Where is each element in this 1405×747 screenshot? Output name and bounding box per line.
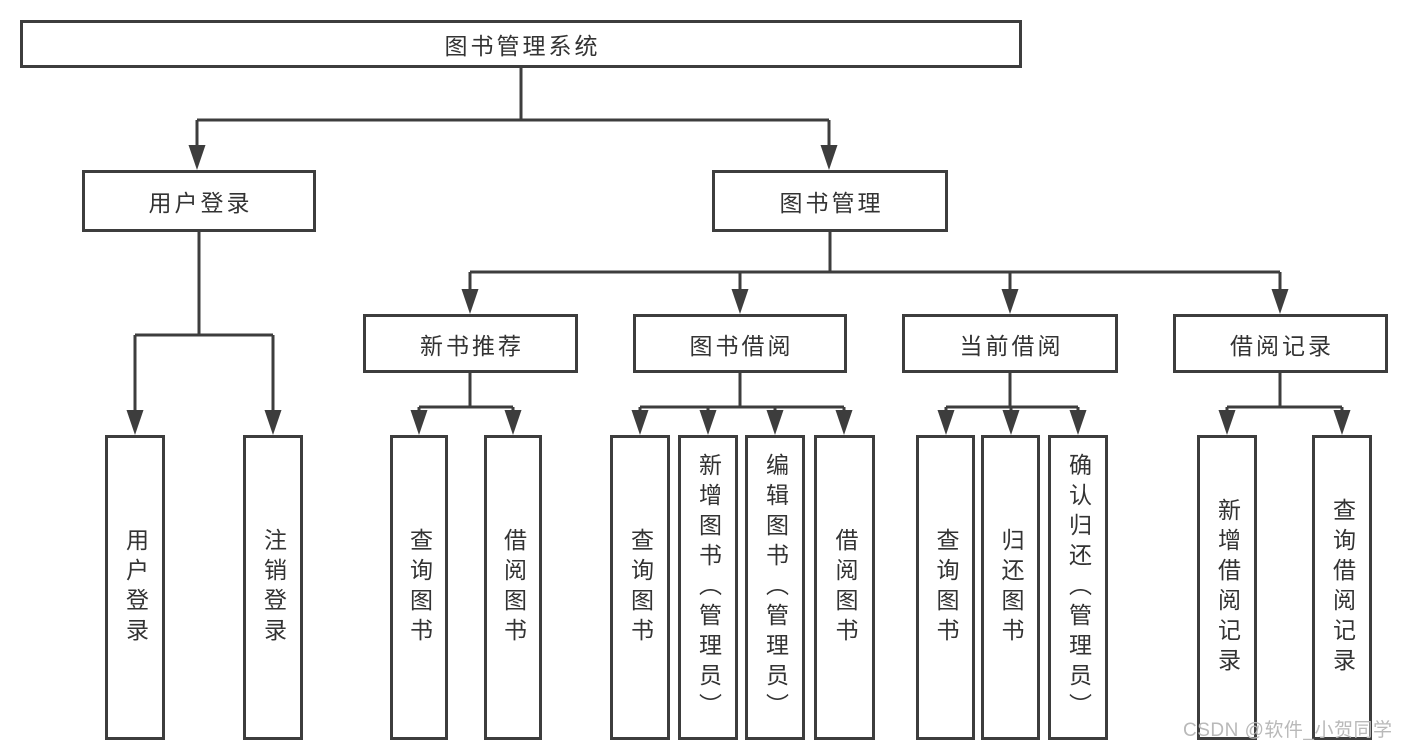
arrow-down-icon <box>461 289 479 314</box>
leaf-edit-books-admin: 编辑图书（管理员） <box>745 435 805 740</box>
node-label: 查询借阅记录 <box>1329 497 1356 678</box>
node-label: 确认归还（管理员） <box>1065 452 1092 723</box>
node-label: 注销登录 <box>260 527 287 648</box>
connector-newbook-to-leaves <box>410 373 522 435</box>
connector-management-to-sections <box>461 232 1289 314</box>
arrow-down-icon <box>937 410 955 435</box>
node-label: 查询图书 <box>933 527 959 648</box>
arrow-down-icon <box>504 410 522 435</box>
leaf-query-books-2: 查询图书 <box>610 435 670 740</box>
node-label: 查询图书 <box>627 527 654 648</box>
node-book-borrowing: 图书借阅 <box>633 314 847 373</box>
connector-current-to-leaves <box>937 373 1087 435</box>
node-label: 用户登录 <box>148 190 253 216</box>
arrow-down-icon <box>631 410 649 435</box>
arrow-down-icon <box>410 410 428 435</box>
arrow-down-icon <box>766 410 784 435</box>
leaf-query-books-3: 查询图书 <box>916 435 975 740</box>
arrow-down-icon <box>264 410 282 435</box>
arrow-down-icon <box>1069 410 1087 435</box>
leaf-add-books-admin: 新增图书（管理员） <box>678 435 738 740</box>
arrow-down-icon <box>731 289 749 314</box>
arrow-down-icon <box>126 410 144 435</box>
node-label: 借阅图书 <box>832 527 858 648</box>
node-label: 用户登录 <box>122 527 149 648</box>
node-label: 新增借阅记录 <box>1214 497 1241 678</box>
leaf-borrow-books-2: 借阅图书 <box>814 435 875 740</box>
node-label: 借阅图书 <box>500 527 527 648</box>
leaf-query-borrow-record: 查询借阅记录 <box>1312 435 1372 740</box>
node-label: 图书管理系统 <box>444 33 601 59</box>
arrow-down-icon <box>1001 289 1019 314</box>
node-label: 图书管理 <box>779 190 884 216</box>
node-label: 新增图书（管理员） <box>695 452 722 723</box>
node-label: 图书借阅 <box>689 332 794 359</box>
arrow-down-icon <box>820 145 838 170</box>
connector-root-to-level2 <box>188 68 838 170</box>
arrow-down-icon <box>1271 289 1289 314</box>
node-label: 当前借阅 <box>959 332 1064 359</box>
leaf-borrow-books-1: 借阅图书 <box>484 435 542 740</box>
leaf-return-books: 归还图书 <box>981 435 1040 740</box>
leaf-user-login: 用户登录 <box>105 435 165 740</box>
csdn-watermark: CSDN @软件_小贺同学 <box>1183 720 1393 741</box>
arrow-down-icon <box>1333 410 1351 435</box>
connector-records-to-leaves <box>1218 373 1351 435</box>
connector-login-to-leaves <box>126 232 282 435</box>
node-book-management-group: 图书管理 <box>712 170 948 232</box>
arrow-down-icon <box>1218 410 1236 435</box>
arrow-down-icon <box>835 410 853 435</box>
arrow-down-icon <box>188 145 206 170</box>
node-label: 归还图书 <box>998 527 1024 648</box>
connector-borrow-to-leaves <box>631 373 853 435</box>
node-current-borrowing: 当前借阅 <box>902 314 1118 373</box>
leaf-query-books-1: 查询图书 <box>390 435 448 740</box>
node-label: 新书推荐 <box>420 332 524 359</box>
node-library-management-system: 图书管理系统 <box>20 20 1022 68</box>
node-label: 借阅记录 <box>1230 332 1334 359</box>
node-label: 查询图书 <box>406 527 433 648</box>
arrow-down-icon <box>1002 410 1020 435</box>
node-label: 编辑图书（管理员） <box>762 452 789 723</box>
leaf-add-borrow-record: 新增借阅记录 <box>1197 435 1257 740</box>
node-user-login-group: 用户登录 <box>82 170 316 232</box>
node-borrowing-records: 借阅记录 <box>1173 314 1388 373</box>
node-new-book-recommendation: 新书推荐 <box>363 314 578 373</box>
arrow-down-icon <box>699 410 717 435</box>
leaf-confirm-return-admin: 确认归还（管理员） <box>1048 435 1108 740</box>
leaf-logout: 注销登录 <box>243 435 303 740</box>
